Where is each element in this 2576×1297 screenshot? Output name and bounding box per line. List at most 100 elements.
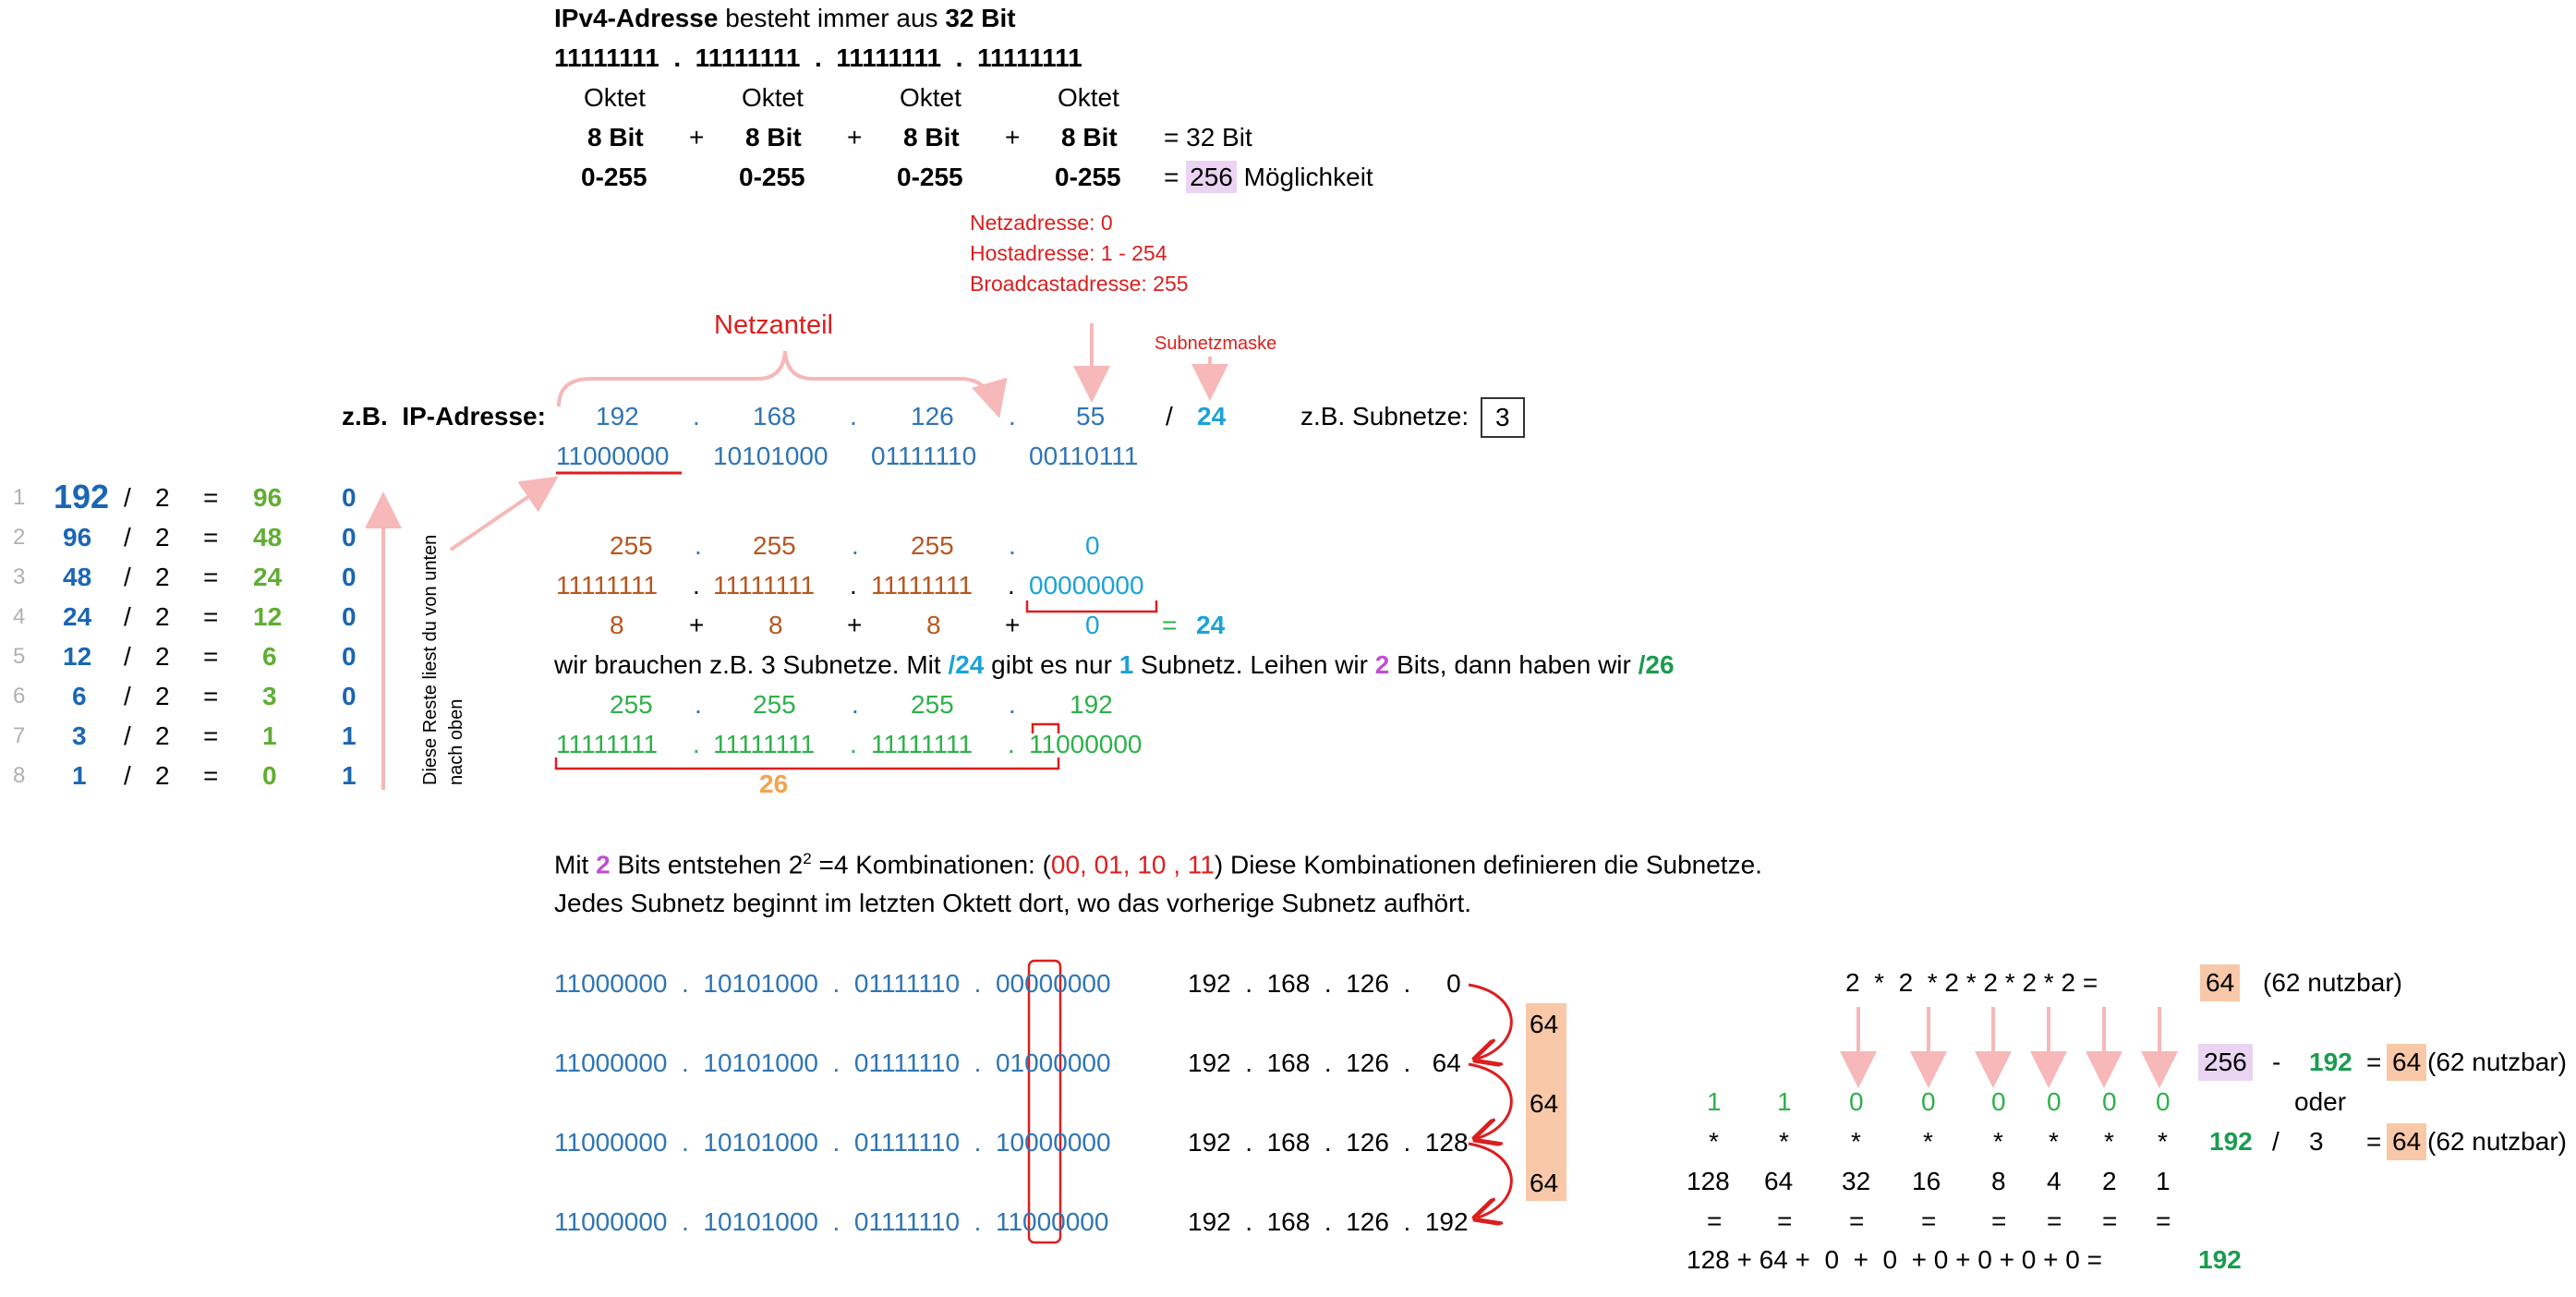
eq: = [203,563,219,591]
ip-dot: . [850,402,857,430]
bit-value: 1 [1707,1087,1722,1116]
mask26-bin-1: 11111111 [556,730,659,758]
multiply: * [2158,1127,2168,1156]
remainder: 1 [342,761,357,790]
division-note-2: nach oben [446,698,466,785]
note-broadcast: Broadcastadresse: 255 [970,272,1189,296]
range-4: 0-255 [1055,163,1121,191]
eq: = [203,761,219,790]
eq: = [203,602,219,631]
remainder: 0 [342,682,357,710]
eq: = [1991,1206,2007,1235]
note-netzadresse: Netzadresse: 0 [970,211,1113,235]
quotient: 6 [262,642,277,671]
subnets-label: z.B. Subnetze: [1300,402,1469,430]
eq: = [1162,611,1178,639]
dot: . [1009,531,1016,560]
ip-octet-1: 192 [596,402,639,430]
remainder: 0 [342,602,357,631]
dot: . [850,571,857,600]
dot: . [695,690,702,719]
netzanteil-label: Netzanteil [714,310,833,340]
mask26-bracket [554,758,1060,770]
dot: . [850,730,857,758]
dot: . [695,531,702,560]
subnet-binary: 11000000 . 10101000 . 01111110 . 1000000… [554,1128,1111,1157]
div-operator: / [124,682,131,710]
subnetzmaske-label: Subnetzmaske [1155,333,1277,354]
mask24-sum: 24 [1196,611,1226,639]
divisor: 2 [155,642,170,671]
ip-octet-3: 126 [911,402,954,430]
eq: = [203,483,219,512]
step-arrow-2 [1469,1062,1513,1138]
bit-weight: 64 [1764,1167,1794,1195]
ip-bin-4: 00110111 [1029,442,1139,470]
mask24-bin-3: 11111111 [871,571,974,600]
plus: + [847,611,863,639]
div-operator: / [124,761,131,790]
method2-b: 3 [2309,1127,2324,1156]
dividend: 1 [72,761,87,790]
ip-label: z.B. IP-Adresse: [342,402,546,430]
mask26-bin-4: 11000000 [1029,730,1143,758]
dot: . [1008,730,1015,758]
subnet-decimal: 192 . 168 . 126 . 0 [1188,969,1461,998]
mask26-dec-1: 255 [610,690,653,719]
div-operator: / [124,563,131,591]
bits-2: 8 Bit [745,123,802,152]
method1-op: - [2272,1048,2281,1076]
mask24-count-1: 8 [610,611,624,639]
ip-prefix: 24 [1197,402,1227,430]
borrow-sentence: wir brauchen z.B. 3 Subnetze. Mit /24 gi… [554,650,1675,679]
ip-bin-2: 10101000 [713,442,828,470]
dividend: 192 [54,478,110,515]
bit-weight: 2 [2102,1167,2117,1195]
row-number: 4 [13,604,26,629]
octet-label-4: Oktet [1058,83,1119,112]
divisor: 2 [155,682,170,710]
ipv4-bits: 11111111 . 11111111 . 11111111 . 1111111… [554,43,1082,72]
netzanteil-brace [557,350,1008,418]
eq: = [203,642,219,671]
div-operator: / [124,642,131,671]
usable-2: (62 nutzbar) [2427,1048,2567,1076]
bit-value: 0 [1921,1087,1936,1116]
div-operator: / [124,602,131,631]
dividend: 48 [63,563,92,591]
eq: = [1849,1206,1865,1235]
div-operator: / [124,483,131,512]
ip-dot: . [693,402,700,430]
octet-label-3: Oktet [900,83,961,112]
mask26-dec-3: 255 [911,690,954,719]
bits-3: 8 Bit [903,123,960,152]
mask24-bracket [1025,600,1158,613]
divisor: 2 [155,602,170,631]
dividend: 3 [72,721,87,750]
plus: + [847,123,863,152]
note-hostadresse: Hostadresse: 1 - 254 [970,241,1167,265]
plus: + [1005,611,1021,639]
mask24-count-4: 0 [1085,611,1100,639]
ipv4-title: IPv4-Adresse besteht immer aus 32 Bit [554,4,1016,32]
power-line: 2 * 2 * 2 * 2 * 2 * 2 = [1845,968,2098,997]
dot: . [693,571,700,600]
dot: . [693,730,700,758]
subnet-decimal: 192 . 168 . 126 . 192 [1188,1207,1469,1236]
dividend: 6 [72,682,87,710]
bit-weight: 32 [1842,1167,1871,1195]
mask24-dec-3: 255 [911,531,954,560]
quotient: 24 [253,563,283,591]
ip-dot: . [1009,402,1016,430]
row-number: 7 [13,723,26,748]
method2-op: / [2272,1127,2280,1156]
dot: . [1009,690,1016,719]
step-box [1526,1003,1566,1201]
row-number: 8 [13,763,26,788]
step-value: 64 [1530,1010,1559,1038]
step-arrow-1 [1469,983,1513,1059]
divisor: 2 [155,761,170,790]
dividend: 24 [63,602,92,631]
eq: = [1921,1206,1937,1235]
eq: = [203,523,219,552]
